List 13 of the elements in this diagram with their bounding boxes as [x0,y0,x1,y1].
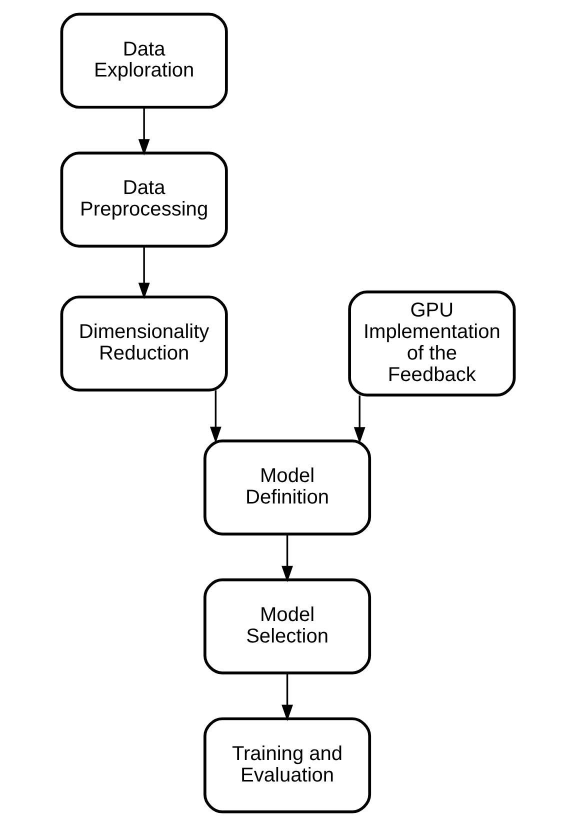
arrow [282,534,293,582]
arrow [210,390,222,444]
node-box: Data Preprocessing [60,152,228,248]
node-box: Training and Evaluation [204,717,372,814]
node-box: Model Selection [204,578,372,674]
node-box: Model Definition [204,440,372,536]
arrow [138,107,150,156]
node-box: GPU Implementation of the Feedback [348,290,516,397]
arrow [354,396,366,444]
node-box: Data Exploration [60,12,228,109]
arrow [138,246,150,300]
arrow [282,673,293,722]
node-box: Dimensionality Reduction [60,296,228,392]
